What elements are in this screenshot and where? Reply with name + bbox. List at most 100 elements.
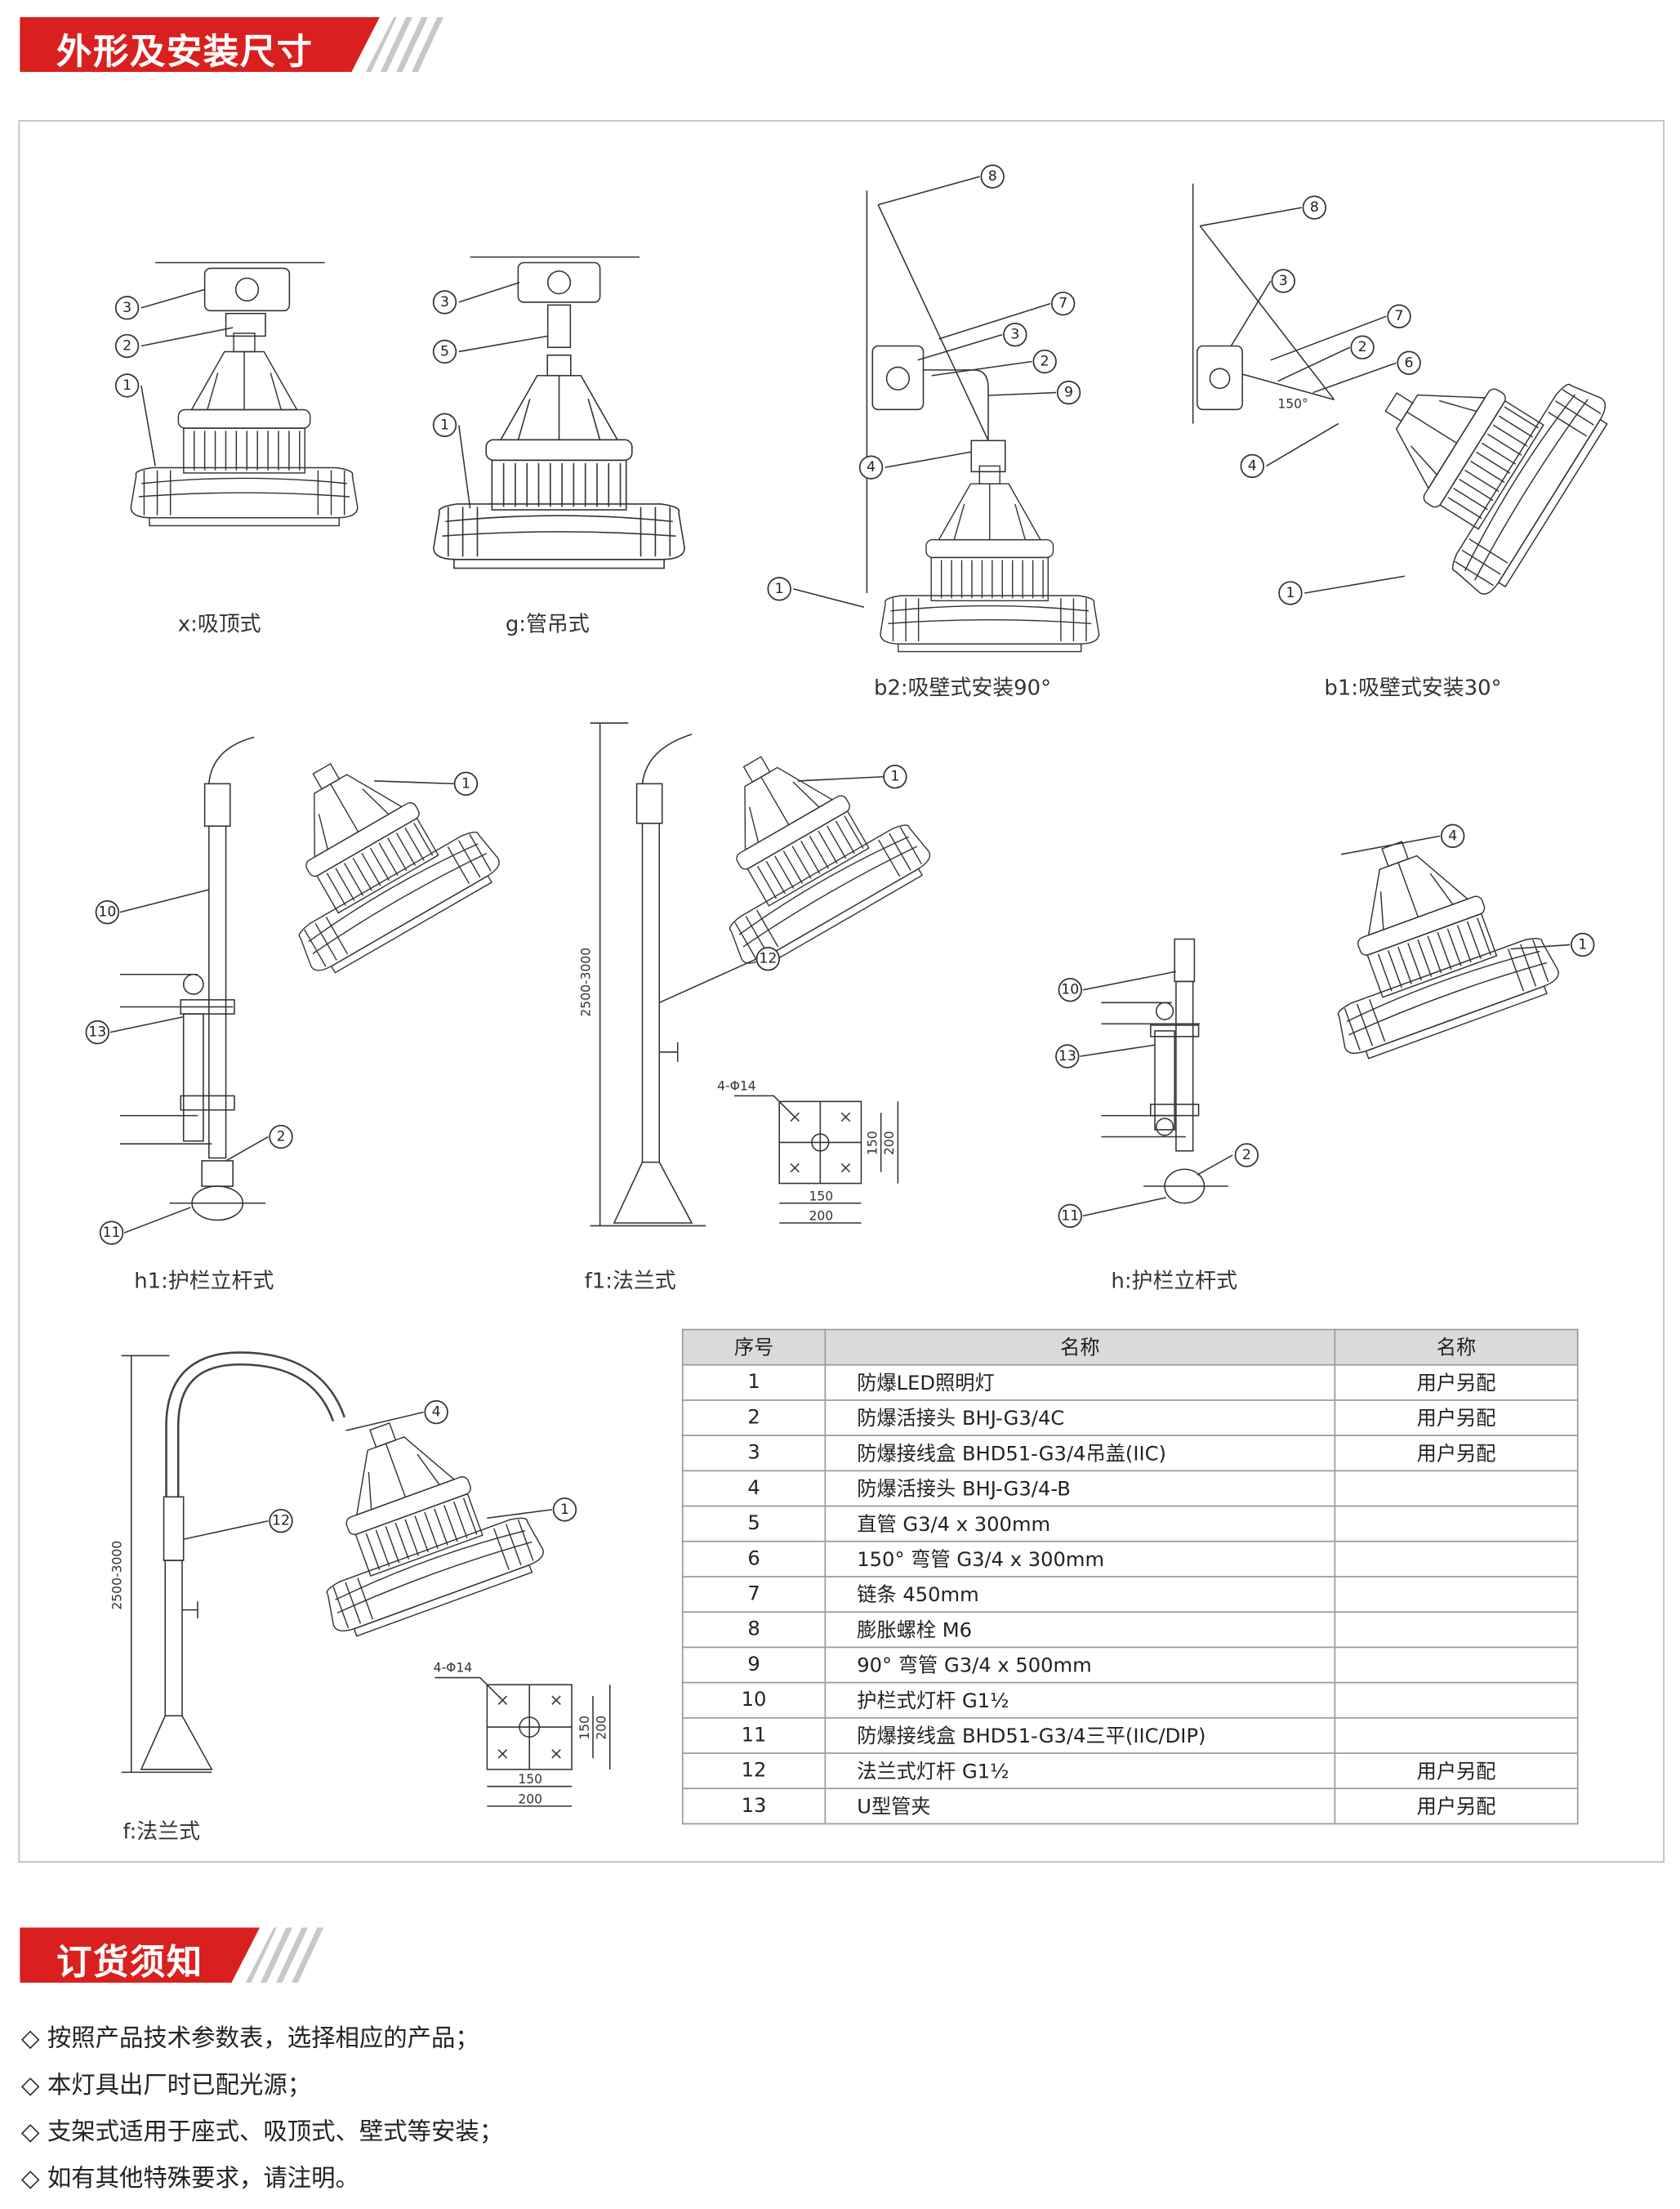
height-dimension: 2500-3000 (110, 1541, 125, 1610)
cell-remark: 用户另配 (1334, 1752, 1579, 1790)
cell-name: 防爆LED照明灯 (824, 1363, 1336, 1401)
svg-text:4-Φ14: 4-Φ14 (434, 1661, 473, 1676)
section-title: 订货须知 (56, 1941, 203, 1983)
diagram-x-ceiling: 3 2 1 x:吸顶式 (114, 261, 359, 637)
col-header-remark: 名称 (1334, 1328, 1579, 1366)
callout: 3 (432, 290, 457, 315)
callout: 8 (980, 164, 1005, 189)
cell-remark: 用户另配 (1334, 1435, 1579, 1472)
callout: 3 (1271, 269, 1295, 293)
caption-f1: f1:法兰式 (585, 1269, 676, 1293)
col-header-index: 序号 (681, 1328, 827, 1366)
svg-text:1: 1 (1286, 585, 1295, 601)
svg-text:150: 150 (809, 1189, 833, 1203)
callout: 2 (269, 1124, 293, 1149)
svg-text:1: 1 (440, 417, 449, 433)
cell-name: 防爆接线盒 BHD51-G3/4三平(IIC/DIP) (824, 1716, 1336, 1754)
callout: 1 (1571, 932, 1595, 957)
callout: 13 (85, 1020, 109, 1045)
section-title: 外形及安装尺寸 (56, 31, 314, 73)
svg-text:5: 5 (440, 343, 449, 359)
callout: 6 (1397, 350, 1421, 375)
callout: 2 (1032, 349, 1057, 374)
section-header-dimensions: 外形及安装尺寸 (20, 17, 429, 72)
svg-text:1: 1 (123, 377, 131, 394)
svg-text:10: 10 (98, 904, 116, 921)
svg-text:4: 4 (432, 1404, 441, 1421)
cell-index: 11 (681, 1716, 827, 1754)
svg-text:1: 1 (890, 769, 899, 785)
height-dimension: 2500-3000 (579, 948, 594, 1017)
angle-label: 150° (1277, 397, 1308, 412)
svg-text:13: 13 (88, 1024, 106, 1041)
svg-text:1: 1 (560, 1502, 569, 1518)
callout: 4 (424, 1399, 448, 1425)
caption-h: h:护栏立杆式 (1111, 1269, 1237, 1293)
diagram-f-flange: 2500-3000 4 1 12 4-Φ14 150 200 150 200 (110, 1351, 611, 1845)
caption-h1: h1:护栏立杆式 (134, 1269, 274, 1293)
callout: 2 (1234, 1143, 1259, 1167)
svg-text:6: 6 (1405, 355, 1414, 371)
cell-name: 防爆接线盒 BHD51-G3/4吊盖(IIC) (824, 1435, 1336, 1472)
cell-remark (1334, 1576, 1579, 1613)
cell-remark (1334, 1470, 1579, 1507)
callout: 1 (883, 765, 907, 789)
svg-text:2: 2 (123, 338, 131, 355)
cell-index: 10 (681, 1681, 827, 1719)
flange-plate-f1: 4-Φ14 150 200 150 200 (717, 1078, 899, 1224)
callout: 1 (114, 373, 140, 398)
callout: 1 (1278, 581, 1303, 605)
cell-remark (1334, 1540, 1579, 1578)
note-item: ◇ 按照产品技术参数表，选择相应的产品； (20, 2024, 479, 2054)
note-item: ◇ 本灯具出厂时已配光源； (20, 2071, 312, 2100)
cell-index: 1 (681, 1363, 827, 1401)
cell-index: 6 (681, 1540, 827, 1578)
svg-text:4-Φ14: 4-Φ14 (717, 1078, 756, 1093)
svg-text:7: 7 (1058, 296, 1067, 312)
caption-f: f:法兰式 (123, 1820, 200, 1845)
callout: 1 (453, 771, 479, 797)
svg-text:1: 1 (775, 581, 784, 597)
diagram-f1-flange: 2500-3000 1 12 4-Φ14 150 200 150 200 f1:… (579, 707, 938, 1293)
svg-text:8: 8 (988, 168, 997, 185)
svg-text:11: 11 (103, 1225, 121, 1241)
svg-text:200: 200 (809, 1209, 833, 1224)
cell-index: 8 (681, 1611, 827, 1649)
svg-text:2: 2 (276, 1129, 285, 1145)
caption-b2: b2:吸壁式安装90° (874, 676, 1051, 700)
drawings-frame (18, 119, 1665, 1863)
note-item: ◇ 如有其他特殊要求，请注明。 (20, 2164, 359, 2193)
cell-index: 4 (681, 1470, 827, 1507)
svg-text:200: 200 (882, 1131, 897, 1155)
cell-index: 13 (681, 1787, 827, 1825)
svg-text:3: 3 (123, 300, 131, 316)
svg-text:3: 3 (1279, 273, 1288, 289)
callout: 1 (432, 413, 457, 438)
diagram-h-guardrail: 4 1 10 13 2 11 h:护栏立杆式 (1055, 779, 1595, 1293)
cell-name: 膨胀螺栓 M6 (824, 1611, 1336, 1649)
cell-index: 3 (681, 1435, 827, 1472)
callout: 7 (1387, 304, 1411, 328)
svg-text:10: 10 (1061, 982, 1079, 998)
callout: 11 (99, 1221, 124, 1245)
callout: 10 (1058, 978, 1082, 1002)
ordering-notes: ◇ 按照产品技术参数表，选择相应的产品； ◇ 本灯具出厂时已配光源； ◇ 支架式… (21, 2022, 503, 2208)
caption-g: g:管吊式 (506, 613, 590, 637)
callout: 1 (552, 1497, 577, 1522)
cell-remark (1334, 1681, 1579, 1719)
callout: 13 (1055, 1044, 1080, 1069)
callout: 7 (1050, 291, 1076, 316)
svg-text:2: 2 (1041, 354, 1049, 370)
cell-name: 90° 弯管 G3/4 x 500mm (824, 1646, 1336, 1684)
cell-remark (1334, 1505, 1579, 1542)
svg-text:2: 2 (1242, 1147, 1251, 1163)
